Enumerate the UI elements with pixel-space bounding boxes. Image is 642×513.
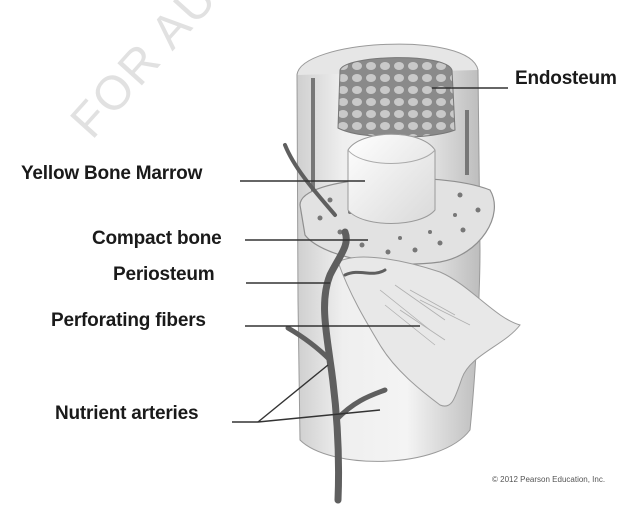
yellow-bone-marrow [347,133,436,224]
label-endosteum: Endosteum [515,68,617,89]
spongy-bone [337,57,456,138]
label-nutrient-arteries: Nutrient arteries [55,403,199,424]
label-yellow-bone-marrow: Yellow Bone Marrow [21,163,203,184]
label-compact-bone: Compact bone [92,228,222,249]
copyright-notice: © 2012 Pearson Education, Inc. [492,475,606,484]
nutrient-arteries [283,143,388,504]
periosteum-flap [337,256,521,407]
osteon-channels [311,78,469,195]
label-periosteum: Periosteum [113,264,215,285]
label-perforating-fibers: Perforating fibers [51,310,206,331]
leader-lines [232,87,508,423]
